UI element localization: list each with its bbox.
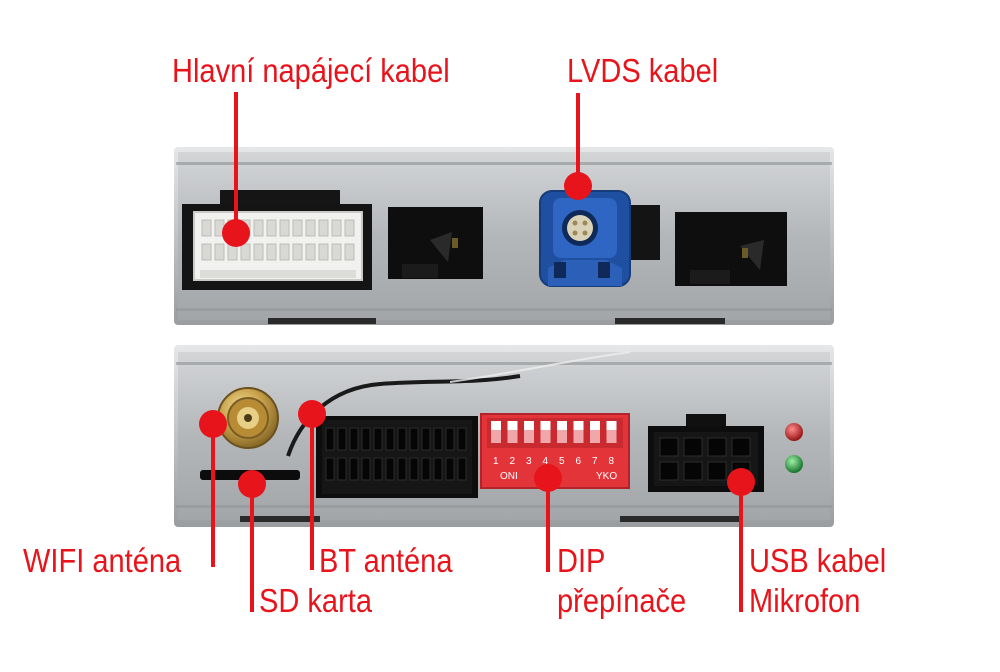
dip-number: 4 (543, 456, 549, 467)
dip-number: 7 (592, 456, 598, 467)
black-24pin-connector (316, 416, 478, 498)
status-led-green (785, 455, 803, 473)
wifi-sma-connector (217, 387, 279, 449)
label-wifi-antenna: WIFI anténa (23, 542, 182, 579)
dip-number: 8 (609, 456, 615, 467)
label-lvds-cable: LVDS kabel (567, 52, 719, 89)
dip-number: 5 (559, 456, 565, 467)
dip-number: 1 (493, 456, 499, 467)
dip-number: 2 (510, 456, 516, 467)
black-connector-left (388, 207, 483, 279)
label-main-power-cable: Hlavní napájecí kabel (172, 52, 450, 89)
label-microphone: Mikrofon (749, 582, 861, 619)
label-sd-card: SD karta (259, 582, 372, 619)
dip-on-text: ONI (500, 471, 518, 482)
dip-off-text: YKO (596, 471, 617, 482)
status-led-red (785, 423, 803, 441)
label-dip-line2: přepínače (557, 582, 687, 619)
dip-number: 3 (526, 456, 532, 467)
label-bt-antenna: BT anténa (319, 542, 453, 579)
dip-number: 6 (576, 456, 582, 467)
black-connector-right (675, 212, 787, 286)
main-power-connector (182, 190, 372, 290)
lvds-connector (539, 190, 660, 287)
label-usb-cable: USB kabel (749, 542, 887, 579)
label-dip-line1: DIP (557, 542, 606, 579)
callout-lines (199, 92, 755, 612)
